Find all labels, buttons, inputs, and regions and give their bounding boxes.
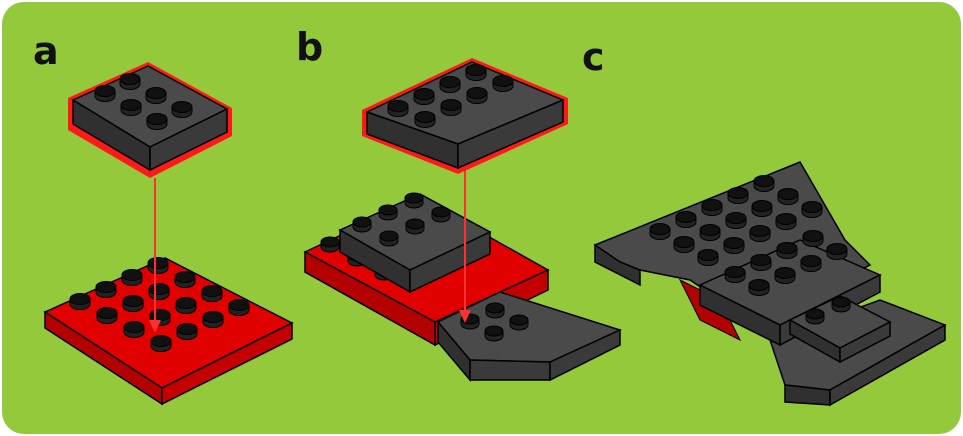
step-label-b: b: [296, 25, 323, 69]
stud-top: [97, 308, 117, 319]
stud-top: [432, 207, 450, 217]
stud-top: [405, 193, 423, 203]
stud-top: [698, 250, 718, 261]
stud-top: [806, 309, 824, 319]
stud-top: [177, 324, 197, 335]
stud-top: [728, 188, 748, 199]
stud-top: [724, 238, 744, 249]
step-label-a: a: [33, 29, 59, 73]
stud-top: [776, 214, 796, 225]
stud-top: [440, 77, 460, 88]
stud-top: [380, 231, 398, 241]
stud-top: [751, 255, 771, 266]
stud-top: [70, 294, 90, 305]
stud-top: [146, 88, 166, 99]
stud-top: [176, 298, 196, 309]
stud-top: [466, 65, 486, 76]
stud-top: [203, 312, 223, 323]
stud-top: [150, 310, 170, 321]
stud-top: [778, 189, 798, 200]
stud-top: [832, 297, 850, 307]
stud-top: [777, 243, 797, 254]
stud-top: [676, 212, 696, 223]
stud-top: [802, 202, 822, 213]
stud-top: [172, 102, 192, 113]
stud-top: [229, 300, 249, 311]
stud-top: [486, 303, 504, 313]
stud-top: [827, 244, 847, 255]
stud-top: [379, 205, 397, 215]
stud-top: [414, 89, 434, 100]
stud-top: [754, 176, 774, 187]
stud-top: [441, 100, 461, 111]
stud-top: [120, 74, 140, 85]
stud-top: [700, 225, 720, 236]
stud-top: [175, 272, 195, 283]
stud-top: [674, 237, 694, 248]
stud-top: [124, 322, 144, 333]
stud-top: [725, 267, 745, 278]
stud-top: [415, 112, 435, 123]
stud-top: [388, 101, 408, 112]
stud-top: [750, 226, 770, 237]
stud-top: [726, 213, 746, 224]
stud-top: [801, 256, 821, 267]
stud-top: [803, 231, 823, 242]
stud-top: [151, 336, 171, 347]
stud-top: [485, 326, 503, 336]
stud-top: [121, 100, 141, 111]
stud-top: [147, 114, 167, 125]
stud-top: [493, 76, 513, 87]
stud-top: [510, 315, 528, 325]
stud-top: [467, 88, 487, 99]
stud-top: [749, 280, 769, 291]
stud-top: [96, 282, 116, 293]
stud-top: [650, 224, 670, 235]
stud-top: [353, 217, 371, 227]
stud-top: [321, 237, 339, 247]
stud-top: [95, 86, 115, 97]
stud-top: [702, 200, 722, 211]
stud-top: [149, 284, 169, 295]
stud-top: [775, 268, 795, 279]
stud-top: [122, 270, 142, 281]
stud-top: [123, 296, 143, 307]
stud-top: [148, 258, 168, 269]
stud-top: [202, 286, 222, 297]
stud-top: [752, 201, 772, 212]
step-label-c: c: [582, 35, 605, 79]
stud-top: [406, 219, 424, 229]
